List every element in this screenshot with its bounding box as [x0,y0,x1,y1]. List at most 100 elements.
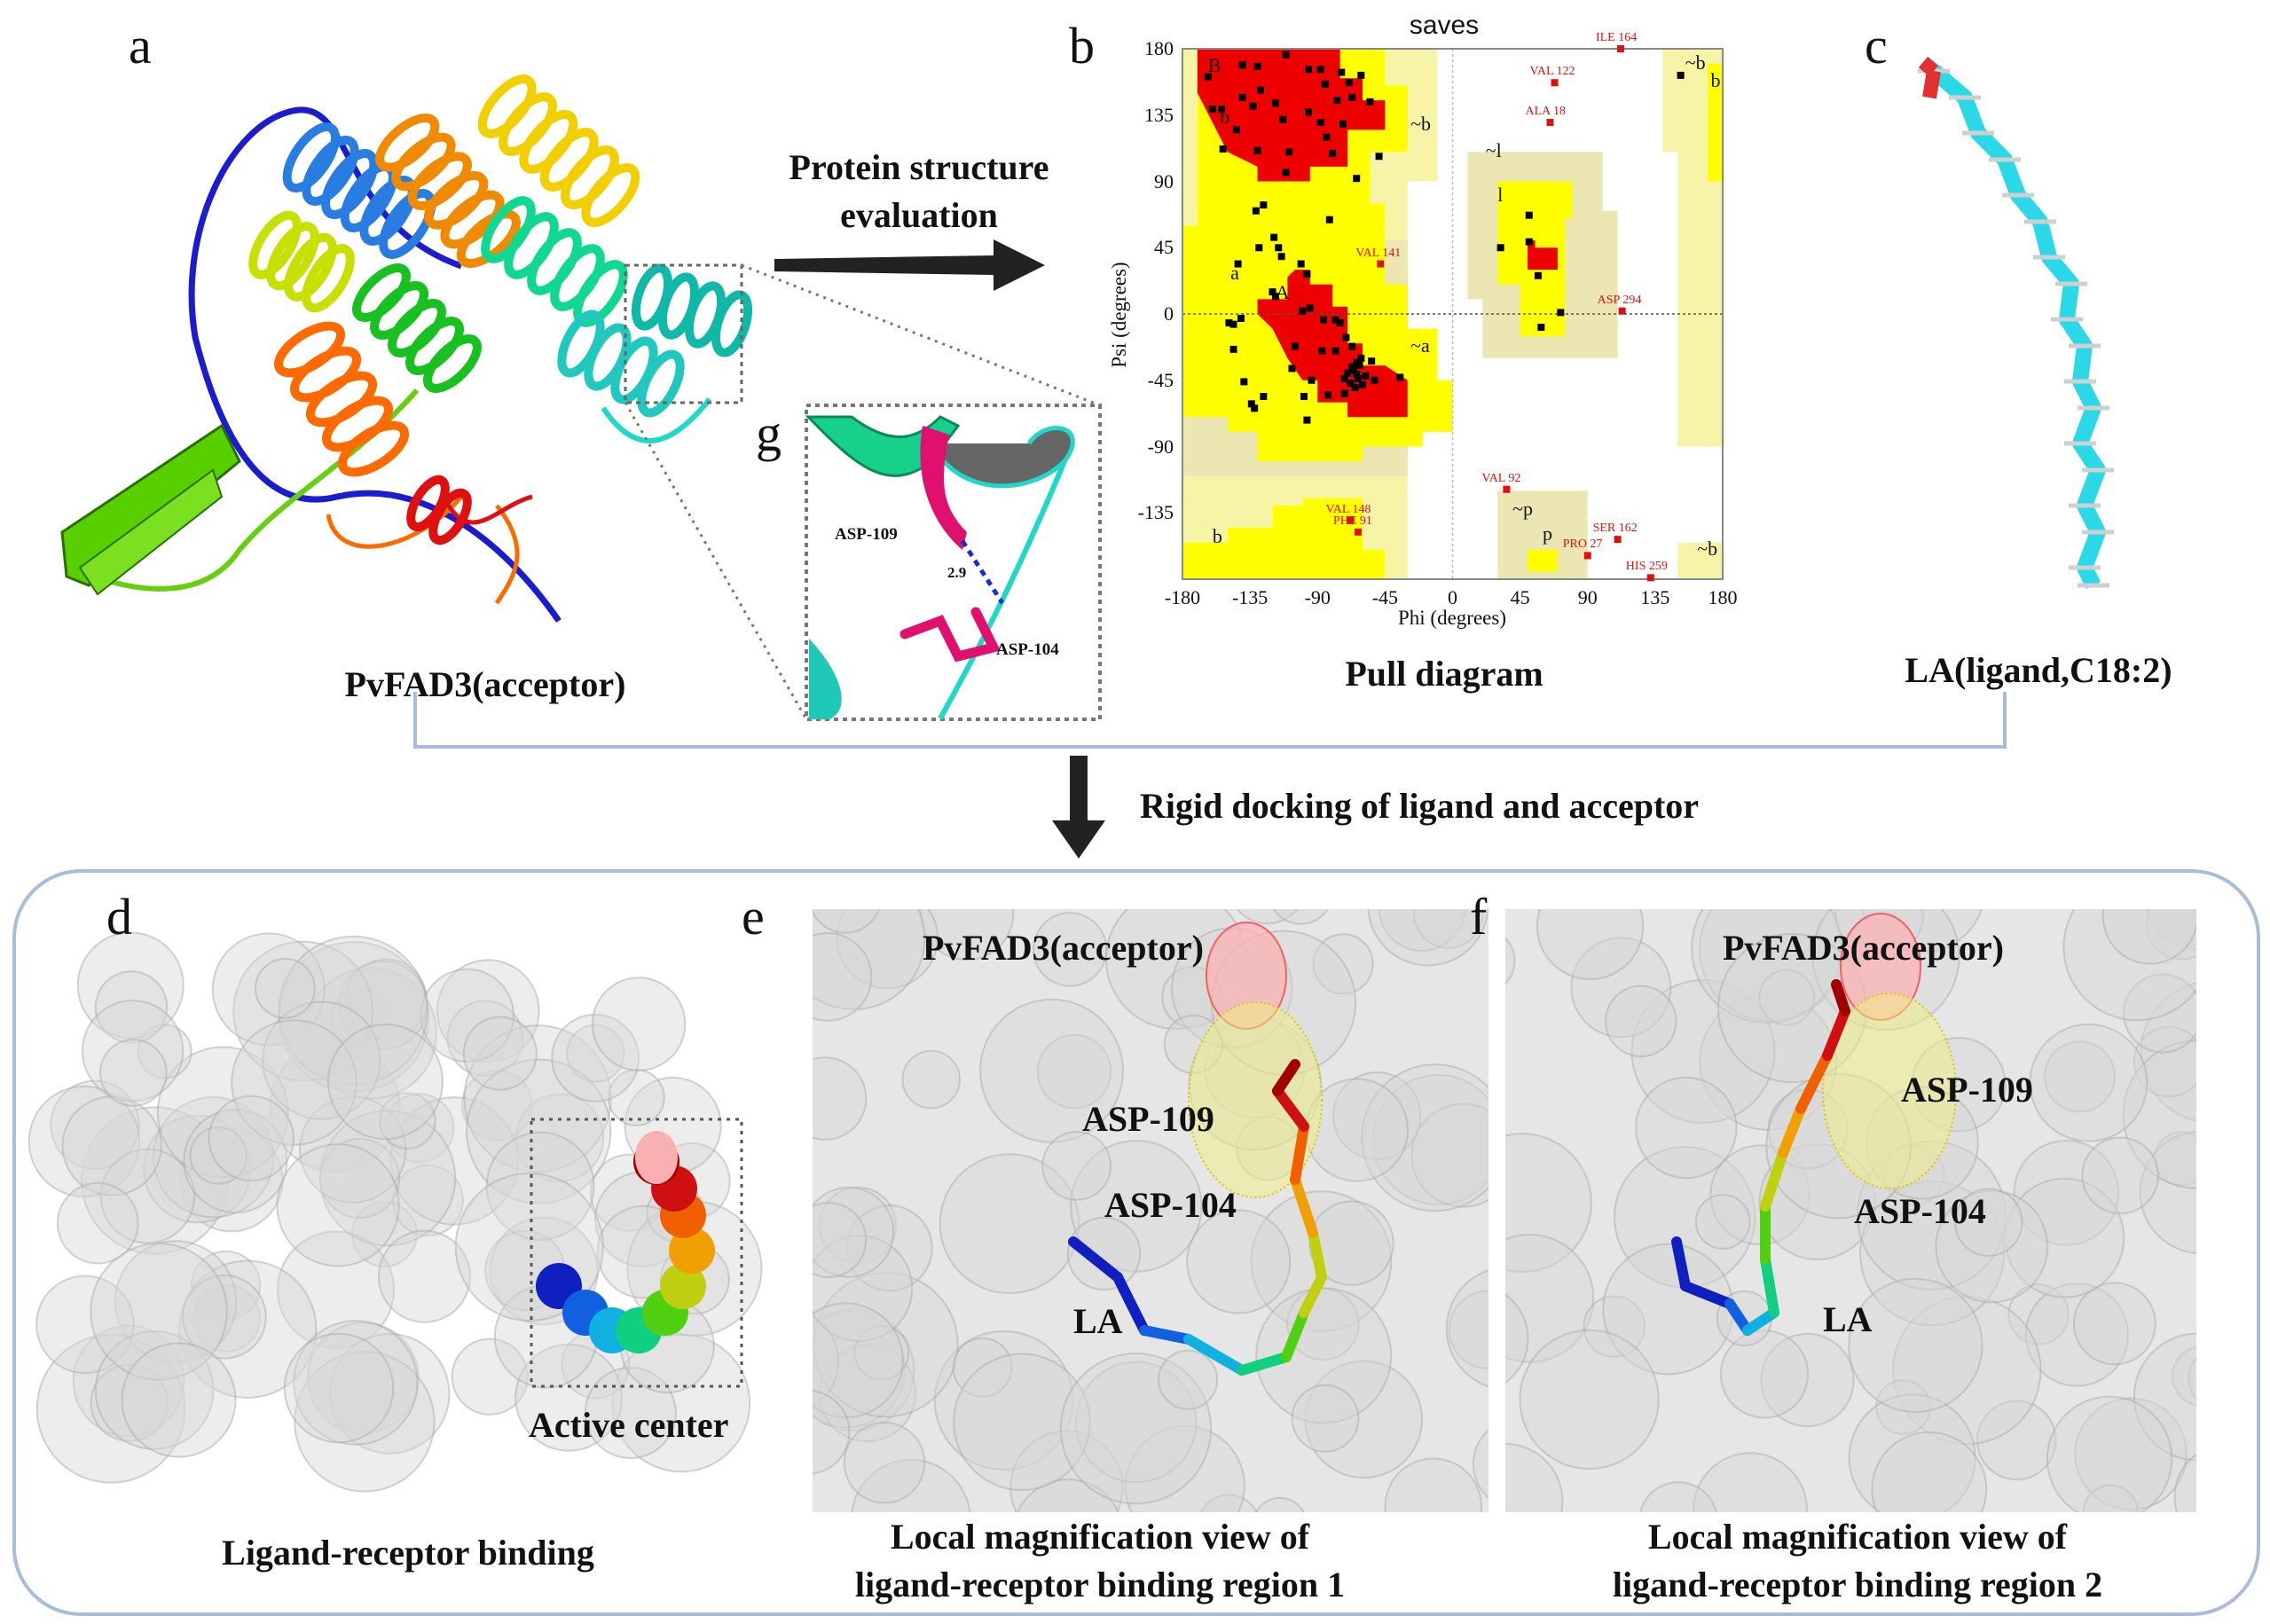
surface-blob [566,1024,625,1083]
surface-blob [1519,1329,1660,1471]
residue-point [1269,288,1276,296]
region-label: l [1497,184,1504,207]
surface-blob [1693,1452,1808,1512]
ligand-bond [1183,1334,1247,1376]
ramachandran-plot [1182,45,1724,582]
docking-arrow [1052,756,1105,859]
ligand-bond [1272,1086,1309,1132]
ligand-bond [1290,1174,1318,1238]
ligand-bond [1742,1307,1779,1336]
surface-blob [939,1153,1080,1295]
residue-point [1357,71,1365,79]
residue-point [1353,175,1361,183]
surface-blob [436,959,540,1063]
surface-blob [813,1310,906,1429]
surface-blob [813,1314,839,1408]
x-tick-label: 0 [1448,586,1457,608]
bottom-panel-frame [12,869,2260,1616]
surface-blob [1976,1400,2057,1481]
surface-blob [1758,969,1816,1026]
residue-point [1253,146,1261,154]
outlier-point [1646,574,1654,582]
region-label: A [1275,280,1290,303]
g-distance: 2.9 [947,564,967,581]
surface-blob [813,1308,915,1432]
helix-turn [337,420,410,477]
oxygen-mesh [635,1131,678,1184]
residue-point [1291,342,1299,350]
surface-blob [2133,1332,2196,1462]
surface-blob [1639,1481,1717,1512]
panel-letter-e: e [742,888,765,945]
zoom-line-bottom [624,402,808,720]
surface-blob [329,987,389,1047]
surface-layer [1505,909,2196,1512]
panel-background [1505,909,2196,1512]
outlier-label: PHE 91 [1332,514,1372,528]
region-label: ~a [1410,333,1430,357]
surface-e [813,909,1488,1512]
outlier-point [1347,516,1355,524]
residue-point [1340,375,1348,383]
surface-blob [182,1274,267,1360]
surface-blob [1158,1349,1219,1410]
surface-blob [451,1338,529,1416]
ligand-la-stick [1918,56,2114,590]
surface-blob [813,909,881,934]
surface-blob [843,1421,926,1504]
surface-blob [1691,909,1842,1024]
y-tick-label: 0 [1164,302,1174,325]
region-label: p [1543,522,1552,545]
panel-background [813,909,1488,1512]
zoom-line-top [741,263,1101,407]
residue-point [1331,316,1339,324]
generous-region-p [1497,490,1588,579]
outlier-label: VAL 122 [1529,65,1575,79]
residue-point [1338,68,1346,76]
caption-d: Ligand-receptor binding [222,1533,594,1573]
residue-point [1305,108,1313,116]
e-ligand-label: LA [1073,1301,1123,1341]
outlier-point [1551,79,1559,87]
helix-turn [581,163,640,227]
surface-blob [389,1096,519,1226]
surface-blob [94,970,169,1044]
surface-blob [1472,1429,1488,1500]
ligand-bond [1671,1236,1691,1291]
surface-blob [1255,1287,1393,1424]
protein-ribbon-a [60,75,753,624]
helix-turn [266,222,319,291]
ligand-bond [1290,1121,1309,1185]
surface-blob [1848,1277,1983,1413]
residue-point [1308,376,1316,384]
active-center-label: Active center [529,1405,729,1445]
surface-blob [377,1229,471,1323]
evaluation-arrow [774,239,1045,291]
surface-blob [813,1202,868,1279]
surface-blob [328,1333,451,1455]
surface-blob [1719,1330,1810,1419]
residue-point [1277,253,1285,261]
ligand-bond [1795,1050,1833,1114]
surface-blob [2062,909,2196,1022]
residue-point [1339,120,1347,128]
region-label: ~b [1685,51,1706,74]
surface-blob [1630,979,1776,1124]
allowed-region-right [1708,63,1723,182]
surface-blob [446,1000,524,1078]
surface-blob [231,1019,357,1146]
residue-point [1282,51,1290,59]
residue-point [1357,354,1365,362]
beta-sheet-green-2 [78,468,224,596]
evaluation-line2: evaluation [840,195,998,235]
residue-point [1371,376,1378,384]
residue-point [1271,293,1279,301]
surface-blob [1875,1379,1931,1435]
residue-point [1333,97,1341,105]
surface-blob [27,1085,141,1198]
surface-f [1505,909,2196,1512]
helix-turn [248,210,302,279]
surface-blob [61,1095,162,1196]
ligand-bond [1139,1325,1194,1345]
surface-blob [953,1353,1091,1492]
